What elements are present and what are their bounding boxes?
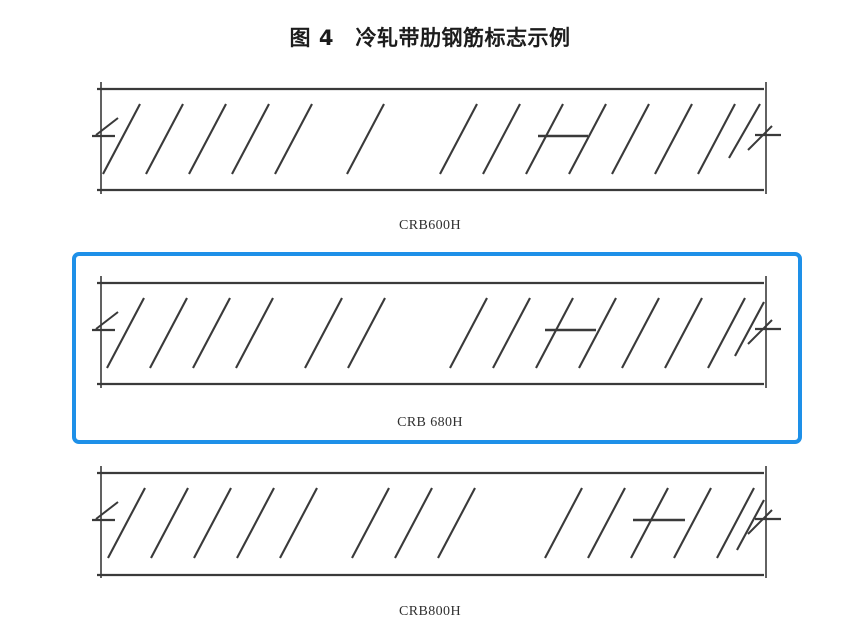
figure-title: 图 4 冷轧带肋钢筋标志示例 [289,26,571,50]
rib-group-b [351,487,476,559]
break-stub-left [95,501,119,520]
rebar-figure-2[interactable]: CRB 680H [0,272,860,430]
rebar-figure-3[interactable]: CRB800H [0,462,860,619]
rib-group-c [439,103,761,175]
rib-group-a [102,103,313,175]
break-stub-left [95,311,119,330]
rib-group-b [346,103,385,175]
rebar-figure-1[interactable]: CRB600H [0,78,860,233]
break-stub-left [95,117,119,136]
rib-group-c [544,487,765,559]
rib-group-a [107,487,318,559]
break-stub-right [747,319,773,345]
rebar-drawing-1 [92,82,781,194]
rib-group-b [304,297,386,369]
rebar-caption-1: CRB600H [399,218,461,233]
rib-group-c [449,297,765,369]
rebar-caption-2: CRB 680H [397,415,463,430]
break-stub-right [747,125,773,151]
rebar-caption-3: CRB800H [399,604,461,619]
rebar-drawing-2 [92,276,781,388]
rebar-drawing-3 [92,466,781,578]
rib-group-a [106,297,274,369]
break-stub-right [747,509,773,535]
